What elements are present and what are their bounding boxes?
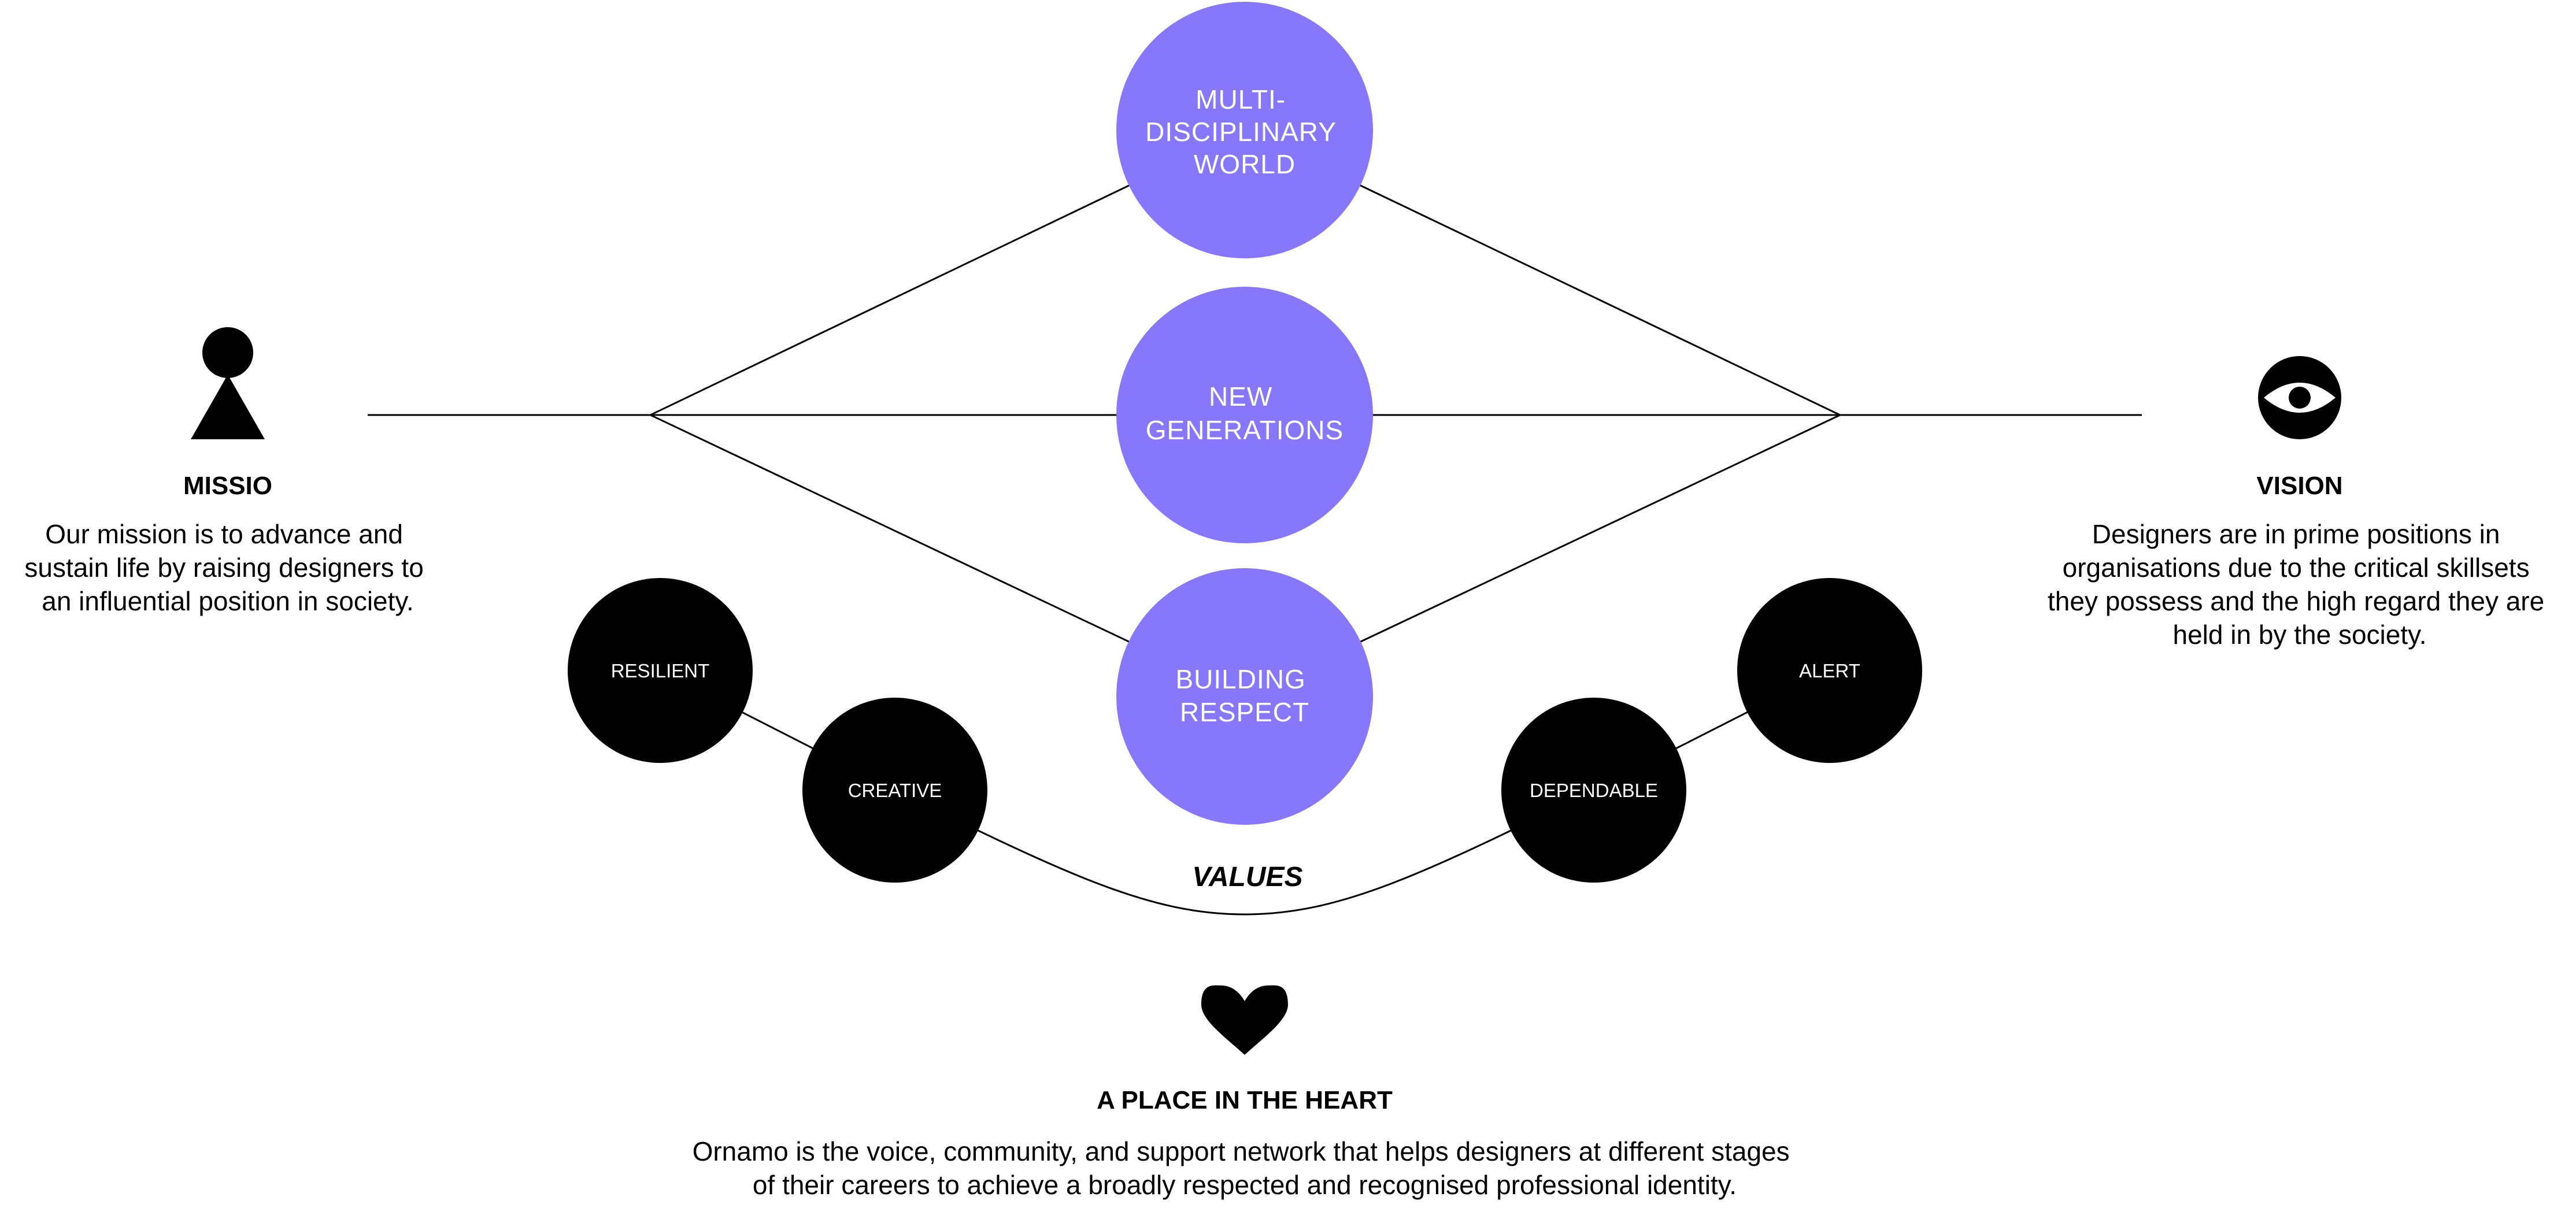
svg-text:Ornamo is the voice, community: Ornamo is the voice, community, and supp… (693, 1136, 1797, 1200)
mission-text-line: Our mission is to advance and (45, 519, 403, 549)
mission-text-line: sustain life by raising designers to (24, 553, 423, 583)
values-curve (894, 789, 1594, 916)
values: RESILIENT CREATIVE DEPENDABLE ALERT VALU… (568, 578, 1922, 892)
pillar-label-line: DISCIPLINARY (1145, 117, 1336, 147)
pillar-label-line: NEW (1209, 381, 1272, 412)
mission-title: MISSIO (183, 472, 272, 500)
value-dependable: DEPENDABLE (1501, 698, 1686, 883)
heart-text-line: Ornamo is the voice, community, and supp… (693, 1136, 1790, 1166)
pillars: MULTI- DISCIPLINARY WORLD NEW GENERATION… (1116, 2, 1373, 825)
vision-title: VISION (2256, 472, 2342, 500)
value-resilient: RESILIENT (568, 578, 753, 763)
mission-text-line: an influential position in society. (42, 586, 414, 616)
connectors (368, 129, 2142, 916)
vision-text-line: they possess and the high regard they ar… (2048, 586, 2544, 616)
value-alert: ALERT (1737, 578, 1922, 763)
pillar-label-line: RESPECT (1180, 697, 1309, 727)
vision-text-line: Designers are in prime positions in (2092, 519, 2500, 549)
heart-text-line: of their careers to achieve a broadly re… (753, 1170, 1737, 1200)
pillar-label-line: GENERATIONS (1146, 415, 1343, 445)
pillar-new-generations: NEW GENERATIONS (1116, 287, 1373, 543)
value-circle (568, 578, 753, 763)
svg-text:NEW GENERATIONS: NEW GENERATIONS (1146, 381, 1343, 445)
value-label: CREATIVE (848, 780, 942, 801)
svg-text:Our mission is to advance and: Our mission is to advance and sustain li… (24, 519, 431, 616)
svg-text:BUILDING RESPECT: BUILDING RESPECT (1175, 664, 1313, 727)
pillar-label-line: BUILDING (1175, 664, 1305, 694)
heart-icon (1201, 985, 1288, 1055)
vision-text-line: held in by the society. (2173, 620, 2427, 650)
value-circle (1737, 578, 1922, 763)
pillar-multidisciplinary-world: MULTI- DISCIPLINARY WORLD (1116, 2, 1373, 258)
pillar-building-respect: BUILDING RESPECT (1116, 568, 1373, 825)
heart-section: A PLACE IN THE HEART Ornamo is the voice… (693, 985, 1797, 1200)
value-label: ALERT (1799, 660, 1860, 681)
heart-title: A PLACE IN THE HEART (1097, 1086, 1393, 1114)
value-circle (802, 698, 987, 883)
vision-section: VISION Designers are in prime positions … (2048, 356, 2552, 650)
value-circle (1501, 698, 1686, 883)
pillar-circle (1116, 568, 1373, 825)
values-heading: VALUES (1192, 862, 1302, 892)
svg-text:Designers are in prime positio: Designers are in prime positions in orga… (2048, 519, 2552, 650)
pillar-circle (1116, 287, 1373, 543)
pillar-label-line: MULTI- (1196, 84, 1286, 114)
value-label: RESILIENT (611, 660, 710, 681)
vision-text-line: organisations due to the critical skills… (2063, 553, 2530, 583)
pillar-circle (1116, 2, 1373, 258)
value-label: DEPENDABLE (1530, 780, 1658, 801)
eye-icon (2258, 356, 2341, 439)
mission-section: MISSIO Our mission is to advance and sus… (24, 327, 431, 616)
pillar-label-line: WORLD (1194, 149, 1296, 179)
value-creative: CREATIVE (802, 698, 987, 883)
svg-text:MULTI- DISCIPLINARY: MULTI- DISCIPLINARY WORLD (1145, 84, 1344, 179)
person-icon (191, 327, 265, 439)
